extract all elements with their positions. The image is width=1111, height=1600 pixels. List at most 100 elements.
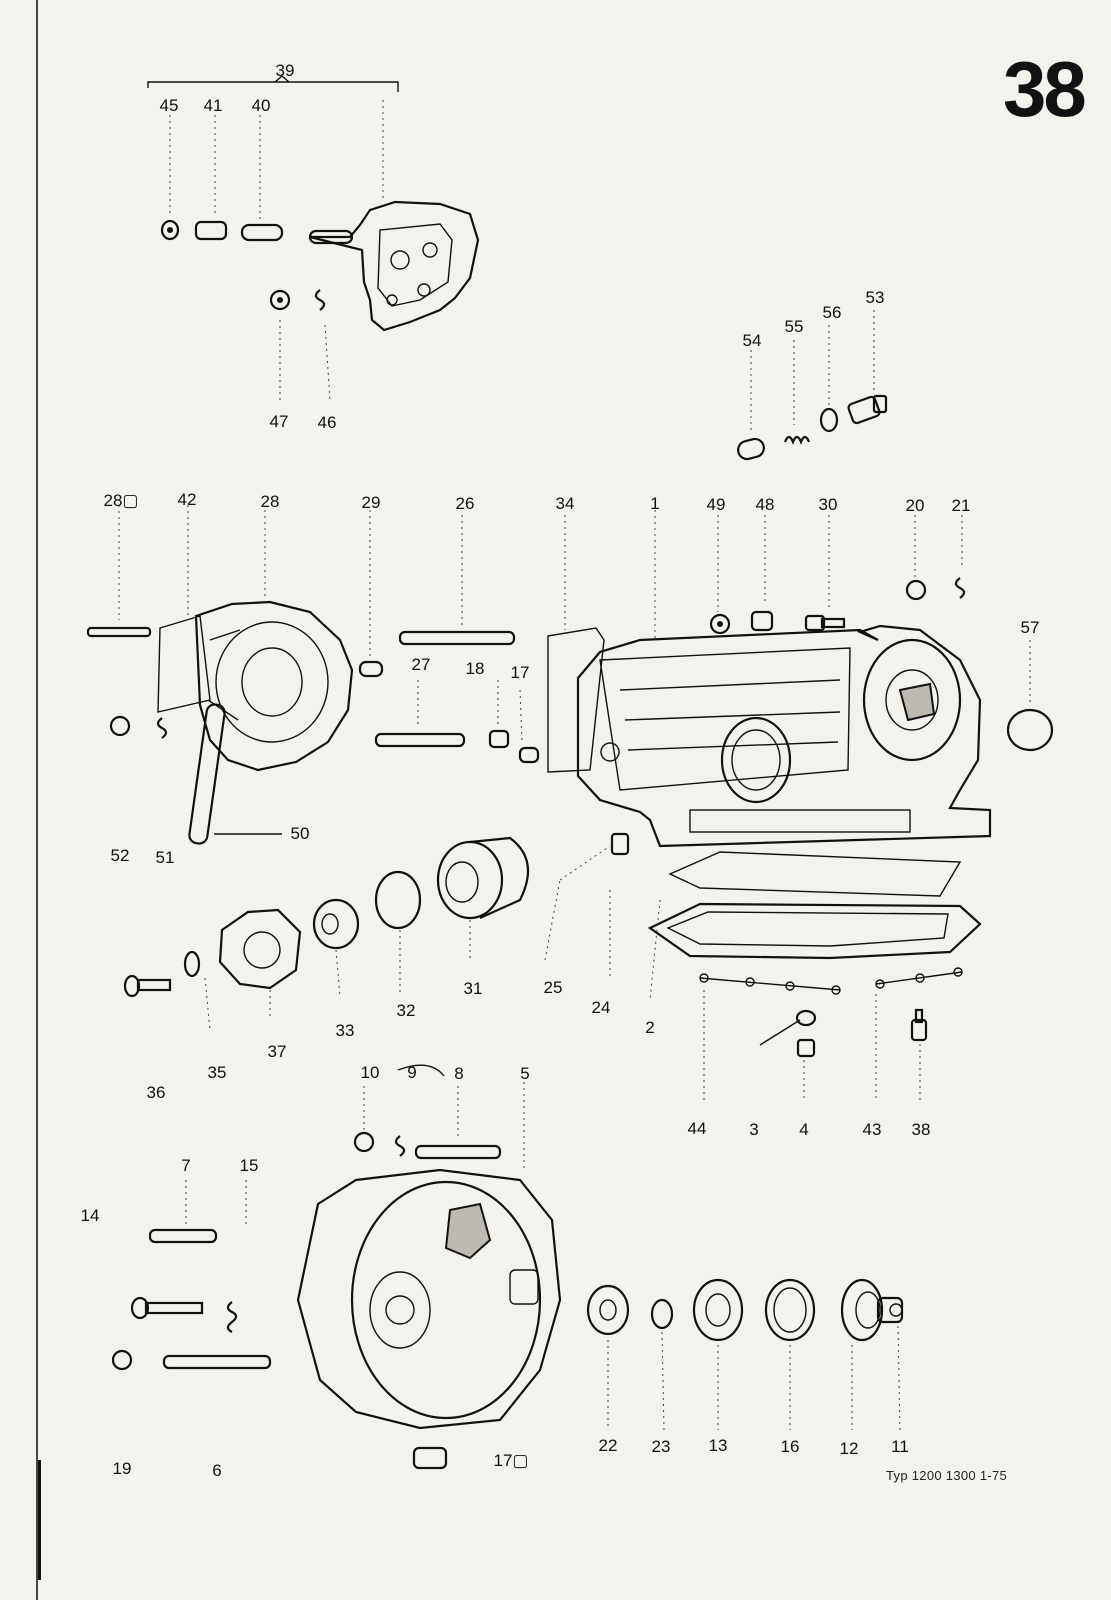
part-57-bush <box>1006 708 1054 752</box>
callout-29: 29 <box>361 493 381 512</box>
callout-38: 38 <box>911 1120 931 1139</box>
part-40-sleeve <box>240 223 284 242</box>
part-39-cover <box>308 200 480 332</box>
part-49-washer <box>709 613 731 635</box>
part-28-stud <box>86 626 152 638</box>
callout-23: 23 <box>651 1437 671 1456</box>
callout-8: 8 <box>454 1064 464 1083</box>
part-50-strap <box>188 703 226 845</box>
part-10-nut <box>353 1131 375 1153</box>
page-number: 38 <box>1003 45 1087 133</box>
part-31-clutch-drum <box>436 836 530 920</box>
part-7-stud <box>148 1228 218 1244</box>
part-2-oil-pan <box>647 902 982 960</box>
callout-37: 37 <box>267 1042 287 1061</box>
part-56-seal <box>819 407 839 433</box>
part-27-stud <box>374 732 466 748</box>
callout-4: 4 <box>799 1120 809 1139</box>
callout-54: 54 <box>742 331 762 350</box>
callout-57: 57 <box>1020 618 1040 637</box>
callout-46: 46 <box>317 413 337 432</box>
part-38-screw <box>910 1008 928 1042</box>
callout-1: 1 <box>650 494 660 513</box>
part-17b-plug <box>412 1446 448 1470</box>
part-46-lockwasher <box>314 289 326 311</box>
part-9-lockwasher <box>394 1135 406 1157</box>
callout-25: 25 <box>543 978 563 997</box>
callout-28: 28 <box>260 492 280 511</box>
callout-30: 30 <box>818 495 838 514</box>
callout-45: 45 <box>159 96 179 115</box>
binding-margin-mark <box>38 1460 41 1580</box>
part-41-bush <box>194 220 228 241</box>
part-4-plug <box>796 1038 816 1058</box>
callout-42: 42 <box>177 490 197 509</box>
callout-31: 31 <box>463 979 483 998</box>
part-54-plug <box>737 437 765 461</box>
part-25-filter <box>610 832 630 856</box>
callout-43: 43 <box>862 1120 882 1139</box>
part-21-lockwasher <box>954 577 966 599</box>
callout-32: 32 <box>396 1001 416 1020</box>
callout-51: 51 <box>155 848 175 867</box>
callout-55: 55 <box>784 317 804 336</box>
part-37-plate <box>218 908 302 990</box>
part-12-flange <box>840 1278 884 1342</box>
footer-type-note: Typ 1200 1300 1-75 <box>886 1468 1008 1483</box>
part-23-washer <box>650 1298 674 1330</box>
part-22-bearing <box>586 1284 630 1336</box>
callout-35: 35 <box>207 1063 227 1082</box>
callout-36: 36 <box>146 1083 166 1102</box>
callout-10: 10 <box>360 1063 380 1082</box>
part-48-plug <box>750 610 774 632</box>
part-30-screw <box>804 614 846 632</box>
callout-56: 56 <box>822 303 842 322</box>
part-53-plug <box>847 394 888 425</box>
callout-21: 21 <box>951 496 971 515</box>
part-32-oring <box>374 870 422 930</box>
part-24-gasket <box>668 851 962 897</box>
callout-47: 47 <box>269 412 289 431</box>
callout-16: 16 <box>780 1437 800 1456</box>
callout-13: 13 <box>708 1436 728 1455</box>
callout-18: 18 <box>465 659 485 678</box>
part-33-bearing <box>312 898 360 950</box>
part-36-bolt <box>123 974 172 998</box>
part-26-stud <box>398 630 516 646</box>
callout-53: 53 <box>865 288 885 307</box>
callout-14: 14 <box>80 1206 100 1225</box>
callout-27: 27 <box>411 655 431 674</box>
callout-20: 20 <box>905 496 925 515</box>
part-8-stud <box>414 1144 502 1160</box>
part-42-gasket <box>157 615 211 713</box>
callout-41: 41 <box>203 96 223 115</box>
callout-5: 5 <box>520 1064 530 1083</box>
callout-2: 2 <box>645 1018 655 1037</box>
callout-33: 33 <box>335 1021 355 1040</box>
part-52-nut <box>109 715 131 737</box>
part-19-nut <box>111 1349 133 1371</box>
callout-52: 52 <box>110 846 130 865</box>
part-6-stud <box>162 1354 272 1370</box>
binding-margin-line <box>36 0 38 1600</box>
part-55-spring <box>783 435 811 445</box>
part-5-differential-housing <box>296 1168 562 1430</box>
callout-11: 11 <box>891 1437 909 1456</box>
part-47-nut <box>269 289 291 311</box>
callout-19: 19 <box>112 1459 132 1478</box>
part-13-bearing <box>692 1278 744 1342</box>
part-51-lockwasher <box>156 717 168 739</box>
callout-3: 3 <box>749 1120 759 1139</box>
part-45-nut <box>160 219 180 241</box>
part-18-spring <box>488 729 510 749</box>
callout-26: 26 <box>455 494 475 513</box>
callout-48: 48 <box>755 495 775 514</box>
part-34-gasket <box>547 627 605 773</box>
part-43-strip <box>875 967 963 989</box>
callout-44: 44 <box>687 1119 707 1138</box>
callout-6: 6 <box>212 1461 222 1480</box>
part-35-washer <box>183 950 201 978</box>
part-20-nut <box>905 579 927 601</box>
callout-49: 49 <box>706 495 726 514</box>
